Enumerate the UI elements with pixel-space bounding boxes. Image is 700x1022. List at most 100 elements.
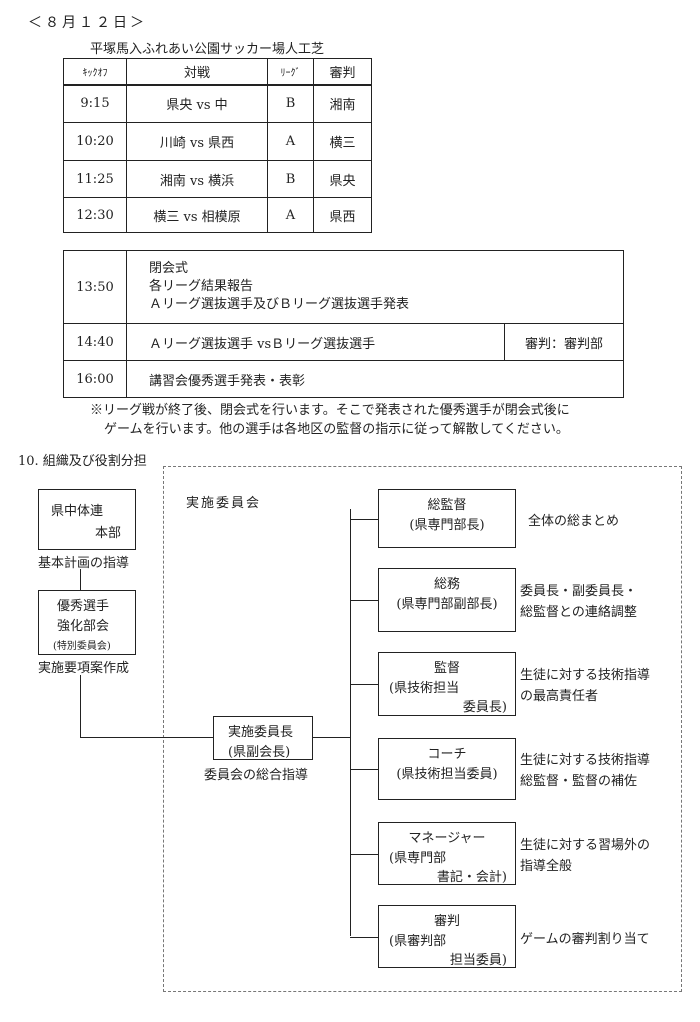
award-ceremony: 講習会優秀選手発表・表彰 — [126, 360, 624, 398]
league: A — [267, 197, 314, 233]
role-sub: (県専門部副部長) — [396, 597, 498, 612]
connector — [350, 684, 378, 685]
connector — [350, 600, 378, 601]
table-row: 16:00 講習会優秀選手発表・表彰 — [63, 360, 624, 398]
connector — [350, 518, 378, 520]
league-report: 各リーグ結果報告 — [149, 279, 254, 294]
role-description: 委員長・副委員長・ — [520, 584, 638, 599]
connector — [350, 853, 378, 855]
closing-ceremony: 閉会式 — [149, 261, 189, 276]
elite-name: 優秀選手 — [57, 599, 110, 614]
time: 13:50 — [63, 250, 127, 324]
elite-note: (特別委員会) — [53, 641, 111, 652]
header-match: 対戦 — [126, 58, 268, 85]
role-box: コーチ (県技術担当委員) — [378, 738, 516, 800]
elite-sub: 強化部会 — [57, 619, 110, 634]
role-title: 総務 — [433, 577, 460, 592]
league: A — [267, 122, 314, 161]
role-sub: (県技術担当 — [389, 681, 460, 696]
time: 11:25 — [63, 160, 127, 198]
header-kickoff: ｷｯｸｵﾌ — [63, 58, 127, 85]
connector — [80, 675, 81, 738]
time: 9:15 — [63, 84, 127, 123]
role-box: マネージャー (県専門部書記・会計) — [378, 822, 516, 885]
role-box: 審判 (県審判部担当委員) — [378, 905, 516, 968]
role-title: マネージャー — [408, 831, 486, 846]
connector — [313, 737, 350, 738]
time: 16:00 — [63, 360, 127, 398]
time: 14:40 — [63, 323, 127, 361]
role-sub: 書記・会計) — [436, 870, 507, 885]
role-description: 指導全般 — [520, 858, 573, 874]
role-description: 生徒に対する技術指導 — [520, 668, 651, 683]
elite-caption: 実施要項案作成 — [38, 661, 130, 676]
selection-announcement: Ａリーグ選抜選手及びＢリーグ選抜選手発表 — [149, 297, 410, 312]
role-description: 総監督・監督の補佐 — [520, 774, 638, 789]
role-description: 総監督との連絡調整 — [520, 605, 637, 620]
referee: 湘南 — [313, 84, 372, 123]
role-box: 監督 (県技術担当委員長) — [378, 652, 516, 716]
referee: 県西 — [313, 197, 372, 233]
role-description: 全体の総まとめ — [528, 513, 620, 529]
role-box: 総務 (県専門部副部長) — [378, 568, 516, 632]
role-title: 審判 — [433, 914, 460, 929]
role-sub: (県審判部 — [389, 934, 447, 949]
all-star-match: Ａリーグ選抜選手 vsＢリーグ選抜選手 — [126, 323, 505, 361]
chair-caption: 委員会の総合指導 — [204, 768, 309, 783]
role-description: 生徒に対する習場外の — [520, 837, 651, 853]
hq-name: 県中体連 — [51, 504, 104, 519]
closing-table: 13:50 閉会式 各リーグ結果報告 Ａリーグ選抜選手及びＢリーグ選抜選手発表 … — [63, 250, 624, 398]
section-heading: 10. 組織及び役割分担 — [18, 454, 147, 469]
venue: 平塚馬入ふれあい公園サッカー場人工芝 — [90, 42, 325, 57]
role-description: ゲームの審判割り当て — [520, 931, 650, 947]
committee-label: 実施委員会 — [186, 496, 262, 511]
hq-sub: 本部 — [95, 526, 122, 541]
role-title: 監督 — [433, 661, 460, 676]
header-referee: 審判 — [313, 58, 372, 85]
header-league: ﾘｰｸﾞ — [267, 58, 314, 85]
role-sub: 委員長) — [462, 700, 507, 715]
date-heading: ＜８月１２日＞ — [28, 15, 147, 31]
role-title: コーチ — [427, 747, 467, 762]
match: 横三 vs 相模原 — [126, 197, 268, 233]
role-sub: 担当委員) — [449, 953, 507, 968]
match: 川崎 vs 県西 — [126, 122, 268, 161]
league: B — [267, 84, 314, 123]
note-line: ゲームを行います。他の選手は各地区の監督の指示に従って解散してください。 — [104, 422, 569, 437]
hq-box: 県中体連 本部 — [38, 489, 136, 550]
chair-title: 実施委員長 — [228, 725, 294, 740]
table-row: 14:40 Ａリーグ選抜選手 vsＢリーグ選抜選手 審判：審判部 — [63, 323, 624, 361]
time: 10:20 — [63, 122, 127, 161]
connector — [80, 737, 213, 738]
role-title: 総監督 — [427, 498, 467, 513]
hq-caption: 基本計画の指導 — [38, 556, 130, 571]
chair-sub: (県副会長) — [228, 745, 291, 760]
match: 湘南 vs 横浜 — [126, 160, 268, 198]
committee-boundary — [163, 466, 682, 992]
time: 12:30 — [63, 197, 127, 233]
chair-box: 実施委員長 (県副会長) — [213, 716, 313, 760]
connector — [350, 769, 378, 770]
role-description: の最高責任者 — [520, 689, 599, 704]
role-sub: (県技術担当委員) — [396, 767, 498, 782]
trunk-line — [350, 509, 351, 936]
role-box: 総監督 (県専門部長) — [378, 489, 516, 548]
role-description: 生徒に対する技術指導 — [520, 753, 651, 768]
referee: 横三 — [313, 122, 372, 161]
role-sub: (県専門部 — [389, 851, 447, 866]
table-header-row: ｷｯｸｵﾌ 対戦 ﾘｰｸﾞ 審判 — [63, 58, 372, 85]
role-sub: (県専門部長) — [409, 518, 485, 533]
referee: 県央 — [313, 160, 372, 198]
match: 県央 vs 中 — [126, 84, 268, 123]
elite-box: 優秀選手 強化部会 (特別委員会) — [38, 590, 136, 655]
note-line: ※リーグ戦が終了後、閉会式を行います。そこで発表された優秀選手が閉会式後に — [90, 403, 570, 418]
referee: 審判：審判部 — [504, 323, 624, 361]
league: B — [267, 160, 314, 198]
connector — [350, 936, 378, 938]
